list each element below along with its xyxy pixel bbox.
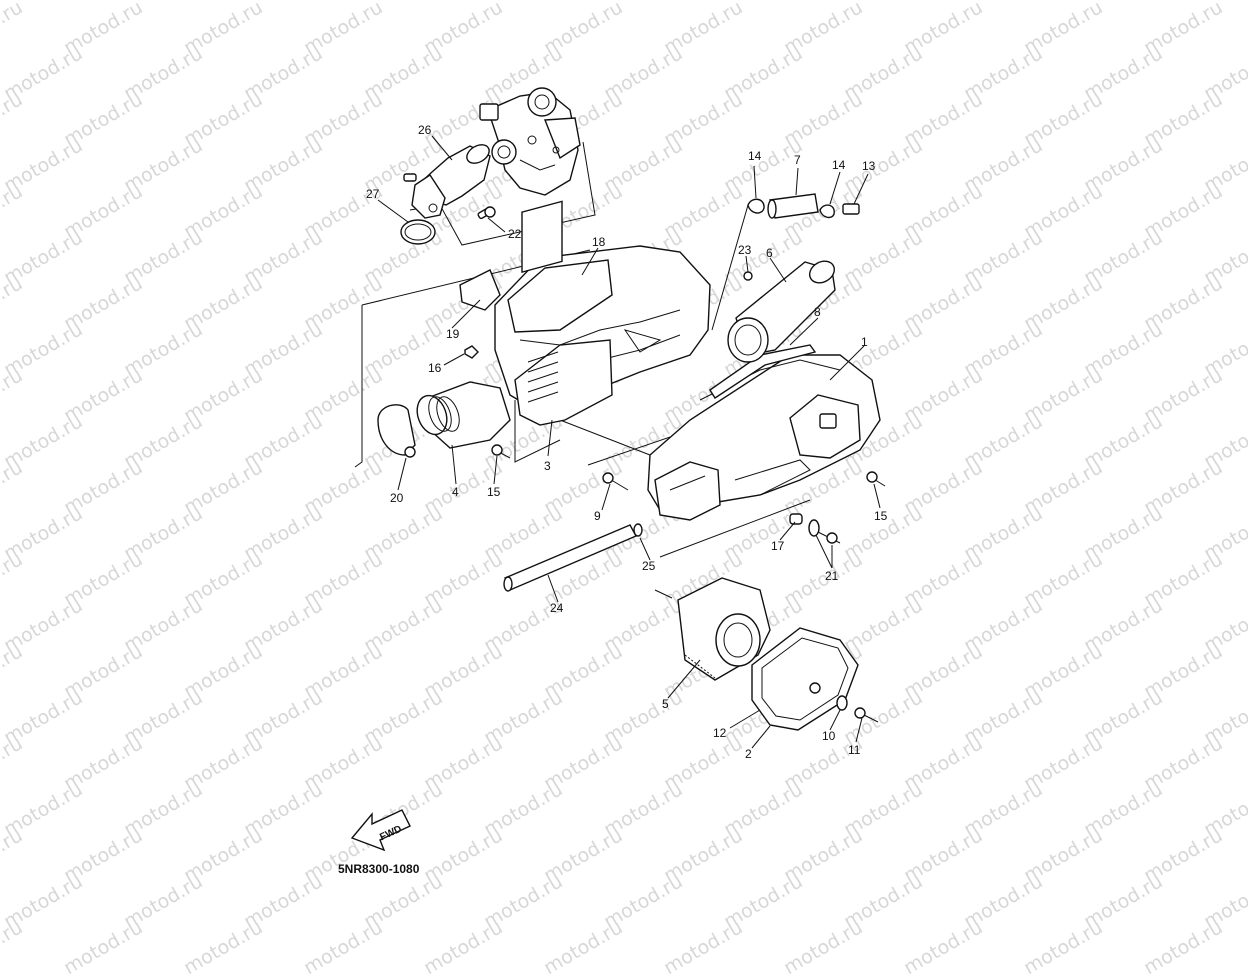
callout-14a: 14 — [748, 149, 762, 163]
callout-9: 9 — [594, 509, 601, 523]
callout-8: 8 — [814, 305, 821, 319]
clip-25 — [633, 523, 643, 537]
diagram-code: 5NR8300-1080 — [338, 862, 420, 876]
callout-20: 20 — [390, 491, 404, 505]
callout-11: 11 — [848, 743, 861, 757]
callout-7: 7 — [794, 153, 801, 167]
callout-17: 17 — [771, 539, 785, 553]
bolt-9 — [602, 472, 629, 491]
callout-27: 27 — [366, 187, 380, 201]
screw-15-left — [491, 444, 511, 459]
callout-14b: 14 — [832, 158, 846, 172]
callout-25: 25 — [642, 559, 656, 573]
callout-26: 26 — [418, 123, 432, 137]
callout-19: 19 — [446, 327, 460, 341]
callout-22: 22 — [508, 227, 522, 241]
callout-16: 16 — [428, 361, 442, 375]
callout-23: 23 — [738, 243, 752, 257]
drain-hose — [503, 524, 637, 592]
callout-15a: 15 — [487, 485, 501, 499]
screw-washer-21 — [808, 519, 841, 544]
callout-2: 2 — [745, 747, 752, 761]
element-case — [514, 200, 613, 426]
callout-18: 18 — [592, 235, 606, 249]
callout-3: 3 — [544, 459, 551, 473]
callout-13: 13 — [862, 159, 876, 173]
fwd-arrow-icon: FWD — [350, 809, 411, 852]
screw-22 — [477, 206, 496, 220]
callout-10: 10 — [822, 729, 836, 743]
parts-diagram: 1 2 3 4 5 6 7 8 9 10 11 12 13 14 14 15 1… — [350, 87, 888, 852]
air-filter-element — [677, 577, 771, 681]
callout-12: 12 — [713, 726, 727, 740]
clamp — [377, 404, 416, 458]
intake-duct — [727, 260, 836, 363]
callout-15b: 15 — [874, 509, 888, 523]
screw-23 — [743, 271, 753, 281]
group-frame-lines — [354, 141, 811, 599]
washer-bolt — [836, 695, 879, 723]
carburetor — [479, 87, 581, 196]
callout-21: 21 — [825, 569, 839, 583]
drain-hose-assembly — [747, 193, 860, 219]
callout-labels: 1 2 3 4 5 6 7 8 9 10 11 12 13 14 14 15 1… — [366, 123, 888, 761]
callout-1: 1 — [861, 335, 868, 349]
callout-6: 6 — [766, 246, 773, 260]
callout-24: 24 — [550, 601, 564, 615]
callout-5: 5 — [662, 697, 669, 711]
intake-joint — [416, 381, 511, 449]
nut-16 — [464, 345, 479, 359]
callout-4: 4 — [452, 485, 459, 499]
cap — [789, 513, 803, 525]
leader-lines — [377, 135, 881, 749]
sponge — [459, 269, 501, 311]
carburetor-joint — [403, 144, 491, 219]
air-cleaner-cap — [751, 627, 859, 731]
air-cleaner-case — [647, 354, 881, 521]
screw-15-right — [866, 471, 886, 487]
